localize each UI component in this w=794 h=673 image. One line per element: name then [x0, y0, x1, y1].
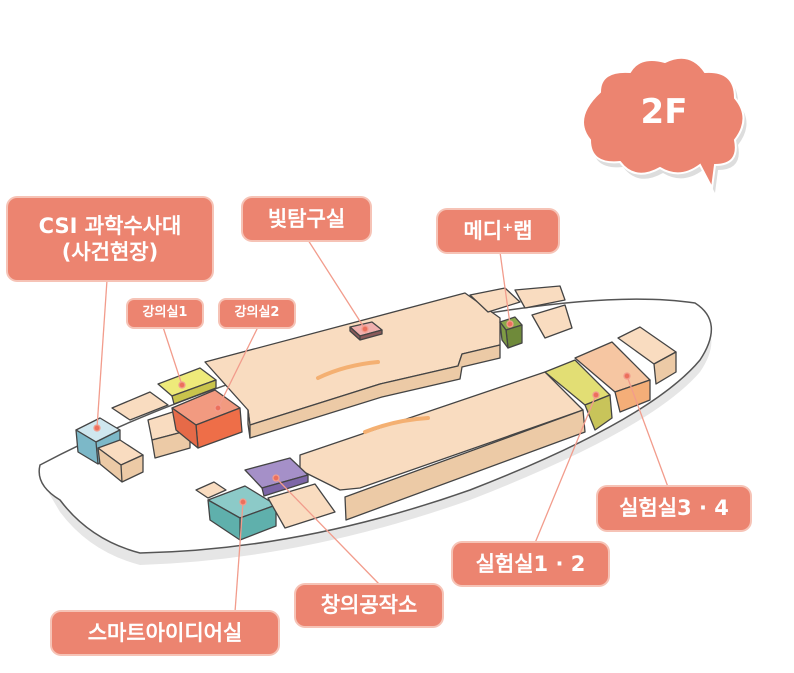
label-bittam[interactable]: 빛탐구실 [243, 198, 370, 240]
label-lab12[interactable]: 실험실1 · 2 [453, 543, 608, 585]
floor-badge-text: 2F [640, 92, 688, 132]
label-lab34[interactable]: 실험실3 · 4 [598, 487, 750, 530]
label-lecture1[interactable]: 강의실1 [128, 300, 202, 327]
label-smartidea[interactable]: 스마트아이디어실 [52, 612, 278, 654]
leader-lines [93, 239, 669, 613]
label-maker[interactable]: 창의공작소 [296, 585, 442, 626]
label-medilab[interactable]: 메디⁺랩 [438, 210, 558, 252]
label-csi-line2: (사건현장) [61, 240, 159, 264]
floor-badge-cloud [581, 56, 747, 193]
label-csi-line1: CSI 과학수사대 [38, 213, 182, 238]
label-csi[interactable]: CSI 과학수사대 (사건현장) [8, 198, 212, 280]
label-lecture2[interactable]: 강의실2 [220, 300, 294, 327]
